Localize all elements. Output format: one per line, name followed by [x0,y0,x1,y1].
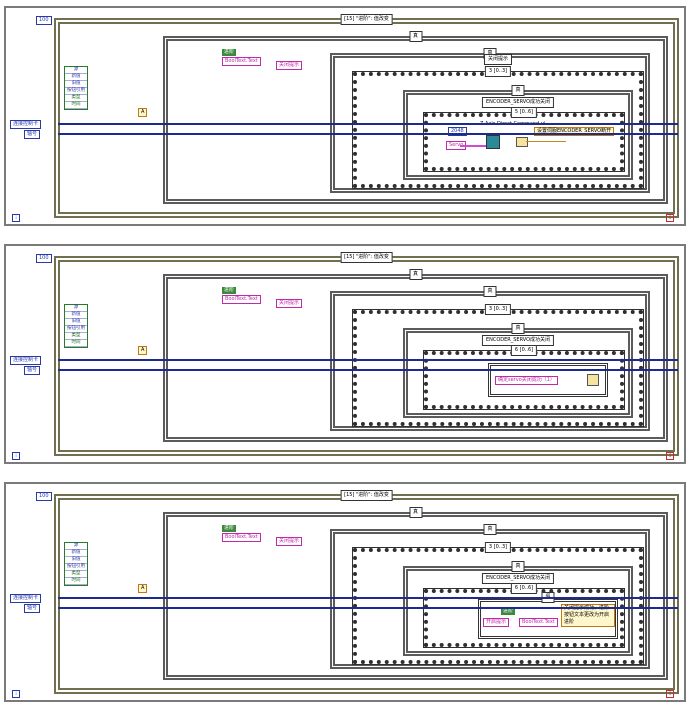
close-prompt-case: 真 3 [0..3] 真 ENCODER_SERVO成功关闭 6 [0..6] … [330,524,650,669]
vi-icon[interactable] [486,135,500,149]
inner-sequence-index[interactable]: 5 [0..6] [510,107,538,118]
local-variable: 进阶 [222,49,237,56]
case-selector-true[interactable]: 真 [408,507,423,518]
sequence-index[interactable]: 3 [0..3] [484,542,512,553]
stop-terminal: S [666,690,674,698]
iteration-terminal: i [12,452,20,460]
confirm-message: 确定servo关闭成功（1） [495,376,558,385]
sequence-index[interactable]: 3 [0..3] [484,304,512,315]
case-selector-true-3[interactable]: 真 [511,323,525,334]
iteration-terminal: i [12,690,20,698]
case-selector-true[interactable]: 真 [408,269,423,280]
const-100[interactable]: 100 [36,16,52,25]
event-data-node: 源新值旧值 按钮引用类型时间 [64,542,88,586]
diagram-panel-2: 100 i [15] "进阶": 值改变 源新值旧值 按钮引用类型时间 真 进阶… [4,244,686,464]
control-card-ref: 连接控制卡 [10,120,42,129]
case-selector-true-2[interactable]: 真 [483,524,497,535]
control-card-ref: 连接控制卡 [10,356,42,365]
event-structure: [15] "进阶": 值改变 源新值旧值 按钮引用类型时间 真 进阶 BoolT… [54,252,679,456]
close-prompt-string: 关闭提示 [276,537,303,546]
confirm-case: 确定servo关闭成功（1） [488,363,608,397]
compare-a: A [138,108,148,117]
encoder-case: 真 ENCODER_SERVO成功关闭 5 [0..6] 2048 Z Axis… [403,85,633,180]
sequence-index[interactable]: 3 [0..3] [484,66,512,77]
const-2048[interactable]: 2048 [448,127,467,136]
stacked-sequence: 3 [0..3] 真 ENCODER_SERVO成功关闭 6 [0..6] 确定… [352,304,644,427]
local-variable: 进阶 [222,525,237,532]
dialog-icon[interactable] [587,374,599,386]
local-variable: 进阶 [501,608,516,615]
event-case-selector[interactable]: [15] "进阶": 值改变 [340,490,393,501]
stacked-sequence: 关闭提示 3 [0..3] 真 ENCODER_SERVO成功关闭 5 [0..… [352,54,644,189]
axis-ref: 轴号 [24,604,41,613]
inner-sequence-index[interactable]: 6 [0..6] [510,345,538,356]
case-selector-true-3[interactable]: 真 [511,561,525,572]
compare-a: A [138,584,148,593]
event-data-node: 源新值旧值 按钮引用类型时间 [64,66,88,110]
inner-sequence: 5 [0..6] 2048 Z Axis Direct Command.vi S… [423,107,625,172]
stop-terminal: S [666,214,674,222]
case-selector-true-3[interactable]: 真 [511,85,525,96]
true-case-1: 真 进阶 BoolText.Text 关闭提示 真 3 [0..3] 真 ENC… [163,269,668,442]
const-100[interactable]: 100 [36,254,52,263]
case-selector-true-2[interactable]: 真 [483,286,497,297]
case-selector-true[interactable]: 真 [408,31,423,42]
axis-ref: 轴号 [24,366,41,375]
encoder-case: 真 ENCODER_SERVO成功关闭 6 [0..6] 确定servo关闭成功… [403,323,633,418]
close-prompt-string: 关闭提示 [276,299,303,308]
event-data-node: 源新值旧值 按钮引用类型时间 [64,304,88,348]
compare-a: A [138,346,148,355]
iteration-terminal: i [12,214,20,222]
true-case-1: 真 进阶 BoolText.Text 关闭提示 真 3 [0..3] 真 ENC… [163,507,668,680]
diagram-panel-1: 100 i [15] "进阶": 值改变 源新值旧值 按钮引用类型时间 真 进阶… [4,6,686,226]
bool-text-property[interactable]: BoolText.Text [222,295,261,304]
stacked-sequence: 3 [0..3] 真 ENCODER_SERVO成功关闭 6 [0..6] 假 … [352,542,644,665]
compare-node[interactable] [516,137,528,147]
encoder-case: 真 ENCODER_SERVO成功关闭 6 [0..6] 假 进阶 开启提示 B… [403,561,633,656]
bool-text-property[interactable]: BoolText.Text [519,618,558,627]
sequence-label: 关闭提示 [483,54,513,65]
true-case-1: 真 进阶 BoolText.Text 关闭提示 真 关闭提示 3 [0..3] … [163,31,668,204]
message-string: 设置伺服ENCODER_SERVO断开 [534,127,615,136]
event-case-selector[interactable]: [15] "进阶": 值改变 [340,14,393,25]
event-case-selector[interactable]: [15] "进阶": 值改变 [340,252,393,263]
diagram-panel-3: 100 i [15] "进阶": 值改变 源新值旧值 按钮引用类型时间 真 进阶… [4,482,686,702]
axis-ref: 轴号 [24,130,41,139]
control-card-ref: 连接控制卡 [10,594,42,603]
close-prompt-case: 真 关闭提示 3 [0..3] 真 ENCODER_SERVO成功关闭 5 [0… [330,48,650,193]
event-structure: [15] "进阶": 值改变 源新值旧值 按钮引用类型时间 真 进阶 BoolT… [54,14,679,218]
inner-sequence-index[interactable]: 6 [0..6] [510,583,538,594]
close-prompt-string: 关闭提示 [276,61,303,70]
false-case: 假 进阶 开启提示 BoolText.Text 关闭提示成功，进阶按钮文本更改为… [478,592,618,639]
stop-terminal: S [666,452,674,460]
close-prompt-case: 真 3 [0..3] 真 ENCODER_SERVO成功关闭 6 [0..6] … [330,286,650,431]
bool-text-property[interactable]: BoolText.Text [222,533,261,542]
bool-text-property[interactable]: BoolText.Text [222,57,261,66]
event-structure: [15] "进阶": 值改变 源新值旧值 按钮引用类型时间 真 进阶 BoolT… [54,490,679,694]
open-prompt-string: 开启提示 [483,618,510,627]
const-100[interactable]: 100 [36,492,52,501]
local-variable: 进阶 [222,287,237,294]
